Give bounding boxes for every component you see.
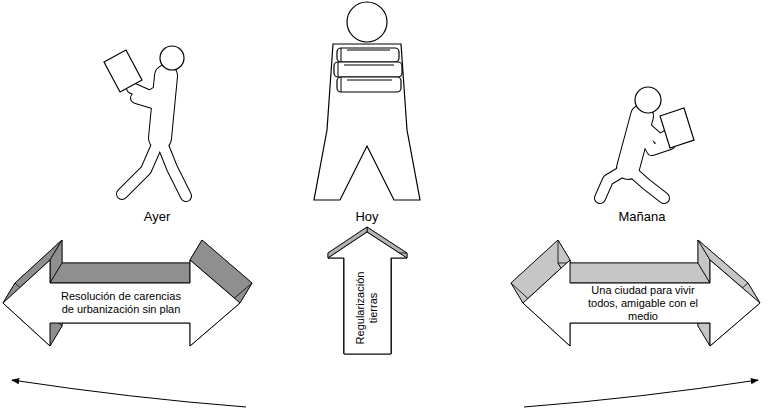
book: [334, 62, 402, 77]
arrow-text: Una ciudad para vivir todos, amigable co…: [576, 280, 710, 326]
book: [337, 77, 401, 92]
arrow-front-face: [523, 260, 760, 346]
time-label: Ayer: [144, 209, 171, 224]
arrow-front-face: [3, 260, 240, 346]
book-lines: [338, 48, 394, 92]
timeline-arrow: [12, 380, 246, 407]
arrow-front-face: [328, 232, 407, 354]
figure-head: [160, 46, 184, 70]
figure-head: [347, 2, 387, 42]
arrow-text: Regularización tierras: [345, 262, 389, 354]
arrow-text: Resolución de carencias de urbanización …: [54, 283, 188, 323]
time-label: Hoy: [355, 209, 378, 224]
arrow-shape: Resolución de carencias de urbanización …: [0, 236, 248, 360]
figure-body: [314, 44, 420, 200]
time-label: Mañana: [619, 209, 666, 224]
arrow-shape: Regularización tierras: [325, 226, 411, 358]
walking-figure: [104, 46, 186, 196]
standing-figure: [314, 2, 420, 200]
carried-box: [660, 108, 694, 148]
timeline-arrow: [524, 380, 758, 407]
arrow-side-face: [50, 263, 202, 283]
carried-box: [104, 50, 142, 92]
figure-head: [635, 87, 661, 113]
arrow-shape: Una ciudad para vivir todos, amigable co…: [520, 236, 768, 360]
walking-figure: [600, 87, 694, 198]
arrow-outline: [325, 226, 411, 358]
arrow-side-face: [558, 263, 710, 283]
